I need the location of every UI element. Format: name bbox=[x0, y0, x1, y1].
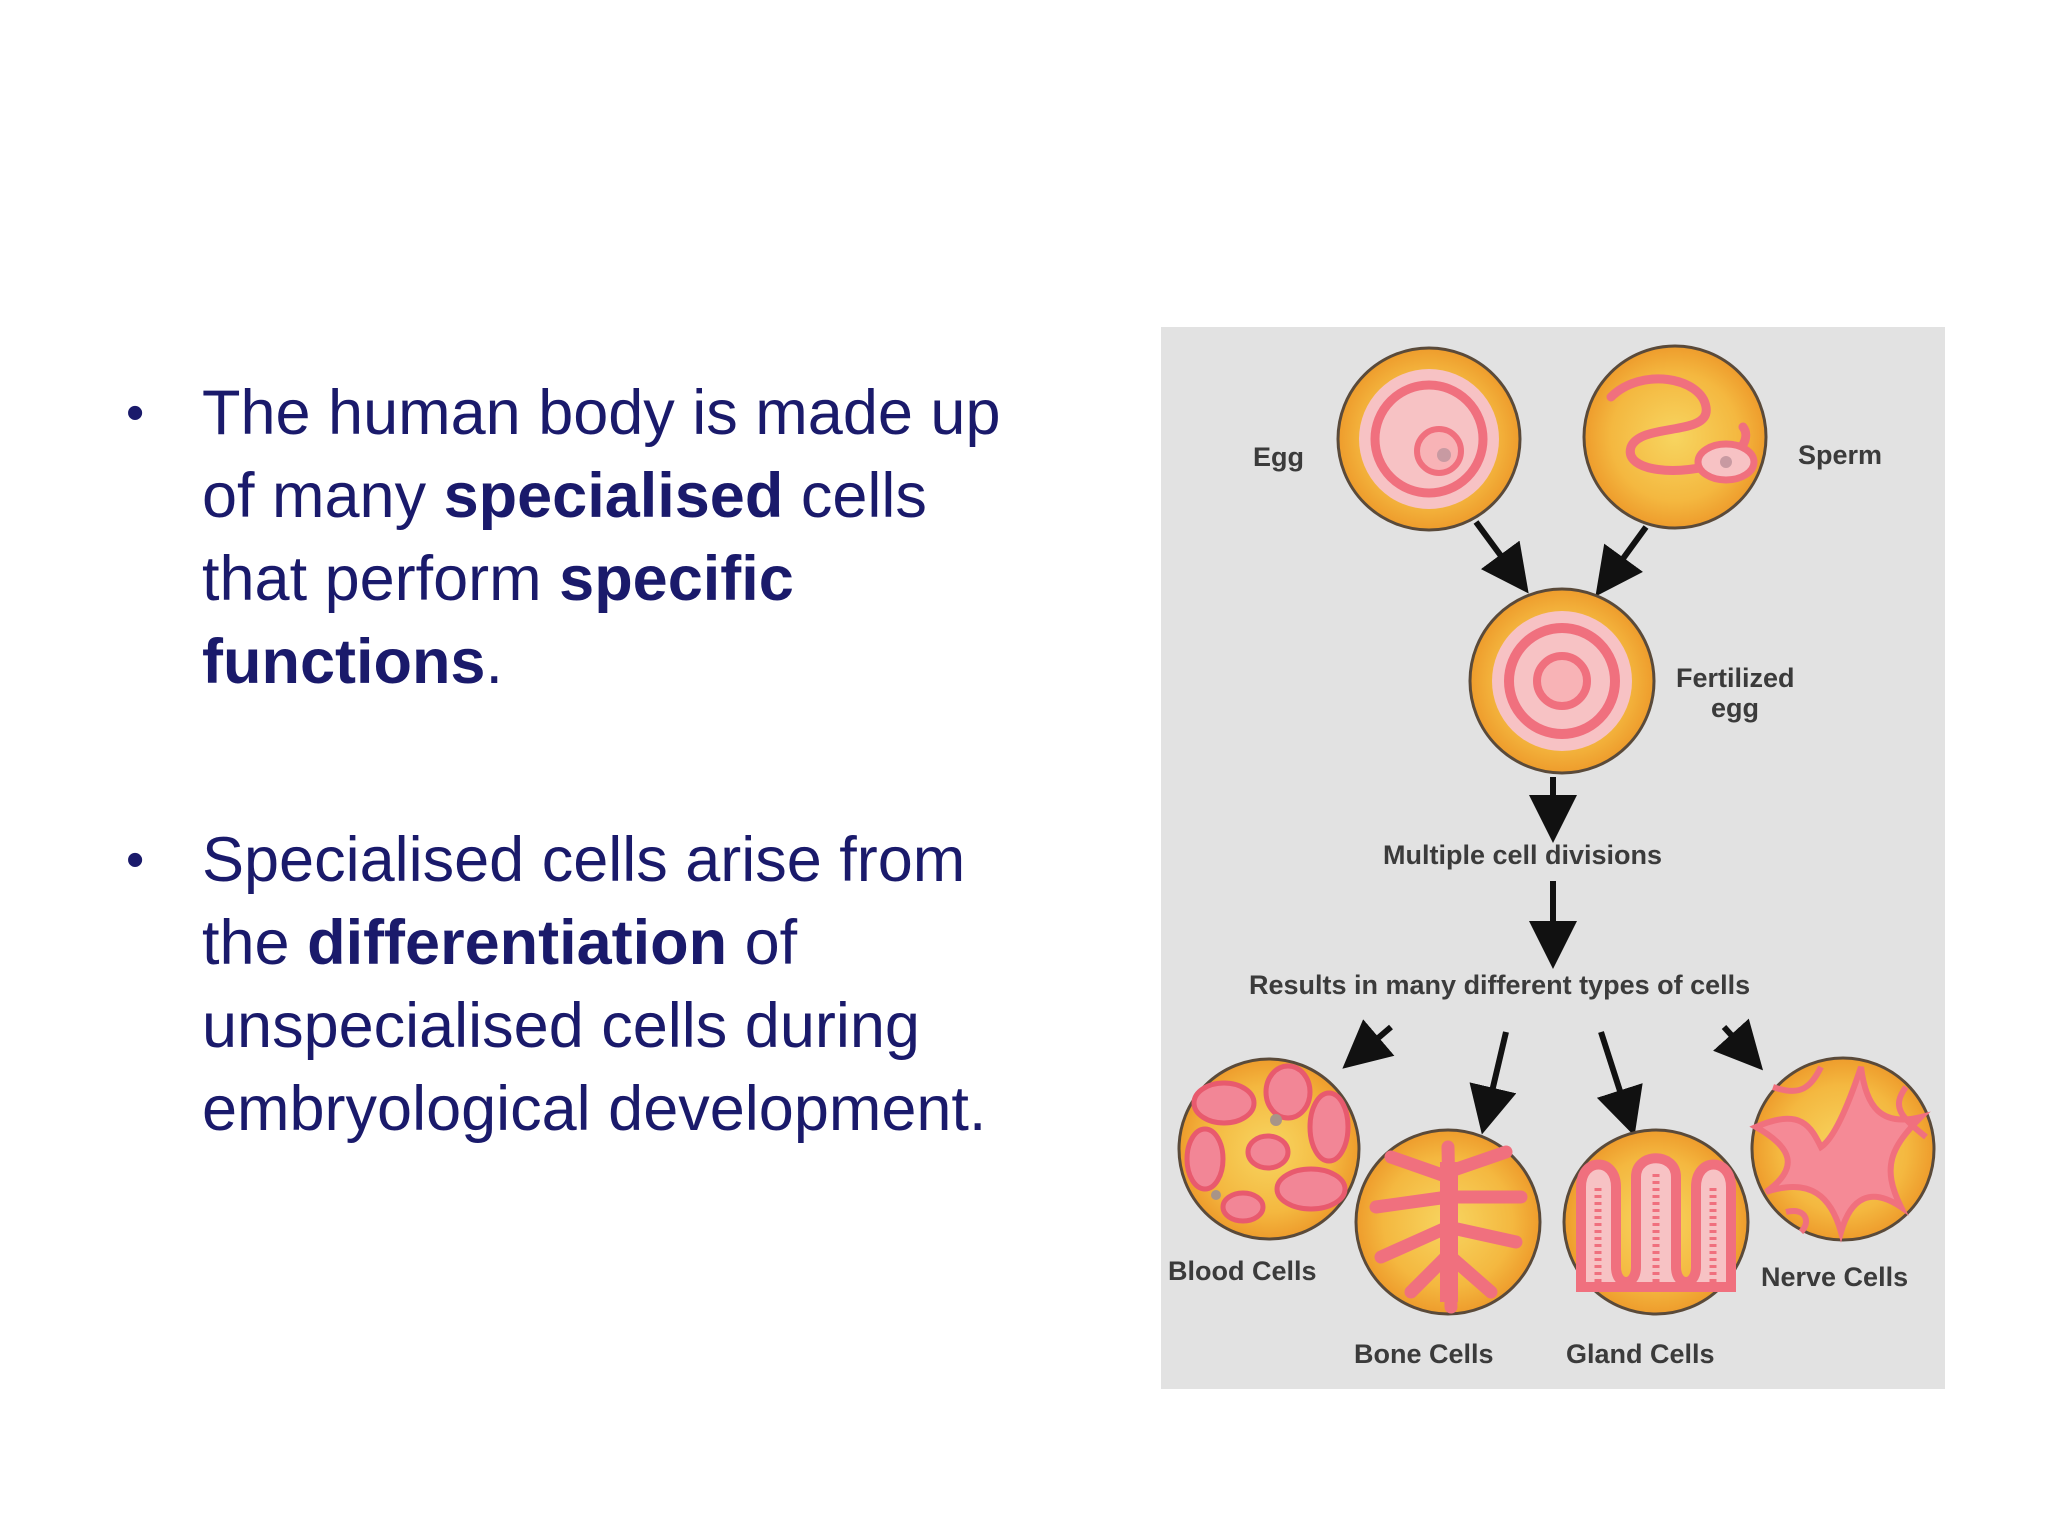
fertilized-label-line2: egg bbox=[1711, 693, 1759, 723]
fertilized-label-line1: Fertilized bbox=[1676, 663, 1795, 693]
bullet-text: . bbox=[485, 627, 503, 697]
bullet-bold-text: specific functions bbox=[202, 544, 794, 697]
bullet-list: • The human body is made up of many spec… bbox=[118, 372, 1018, 1151]
nerve-label: Nerve Cells bbox=[1761, 1262, 1908, 1292]
bullet-text: Specialised cells arise from the bbox=[202, 825, 966, 978]
blood-label: Blood Cells bbox=[1168, 1256, 1317, 1286]
nerve-cells bbox=[1749, 1056, 1936, 1243]
bullet-text: cells that perform bbox=[202, 461, 927, 614]
bullet-item-differentiation: • Specialised cells arise from the diffe… bbox=[118, 819, 1018, 1151]
divisions-label: Multiple cell divisions bbox=[1383, 840, 1662, 870]
arrow-sperm-to-fertilized bbox=[1595, 525, 1649, 597]
bone-cells bbox=[1354, 1128, 1542, 1316]
bullet-text: of unspecialised cells during embryologi… bbox=[202, 908, 987, 1144]
arrow-to-bone bbox=[1469, 1031, 1517, 1135]
egg-cell bbox=[1336, 346, 1522, 532]
bullet-bold-text: specialised bbox=[443, 461, 784, 531]
bullet-item-body-cells: • The human body is made up of many spec… bbox=[118, 372, 1018, 704]
bullet-bold-text: differentiation bbox=[307, 908, 728, 978]
diagram-svg: Egg Sperm Fertilized egg Multiple cell d… bbox=[1168, 344, 1936, 1369]
sperm-cell bbox=[1582, 344, 1768, 530]
bullet-dot: • bbox=[126, 384, 145, 442]
egg-label: Egg bbox=[1253, 442, 1304, 472]
results-label: Results in many different types of cells bbox=[1249, 970, 1750, 1000]
sperm-label: Sperm bbox=[1798, 440, 1882, 470]
blood-cells bbox=[1177, 1057, 1361, 1241]
arrow-to-blood bbox=[1342, 1019, 1395, 1069]
arrow-to-gland bbox=[1596, 1031, 1643, 1137]
cell-differentiation-diagram: Egg Sperm Fertilized egg Multiple cell d… bbox=[1161, 327, 1945, 1389]
bullet-text: The human body is made up of many bbox=[202, 378, 1001, 531]
bullet-dot: • bbox=[126, 831, 145, 889]
gland-label: Gland Cells bbox=[1566, 1339, 1715, 1369]
arrow-egg-to-fertilized bbox=[1473, 520, 1529, 594]
fertilized-egg-cell bbox=[1468, 587, 1656, 775]
bone-label: Bone Cells bbox=[1354, 1339, 1494, 1369]
gland-cells bbox=[1562, 1128, 1750, 1316]
arrow-to-nerve bbox=[1713, 1018, 1764, 1071]
